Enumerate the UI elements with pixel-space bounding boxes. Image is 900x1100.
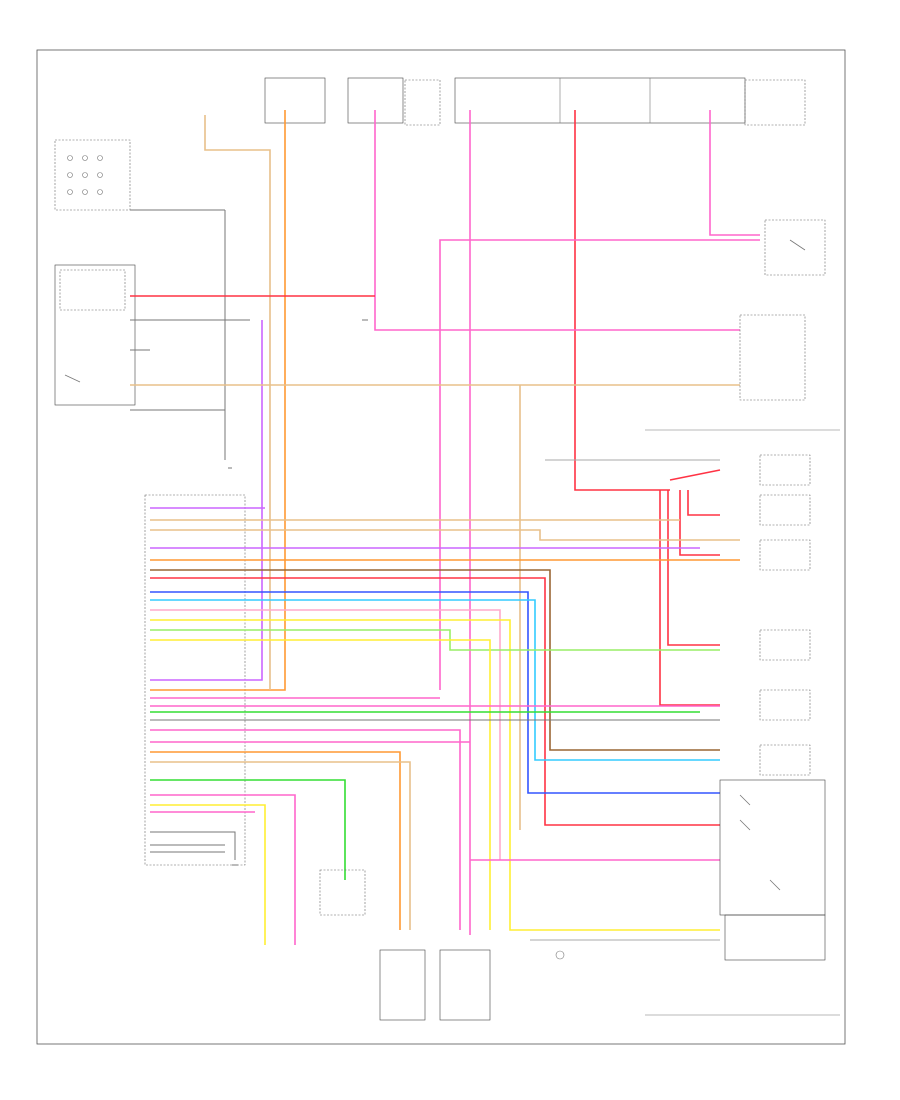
brake-switch-box [54, 264, 136, 406]
right-components [719, 219, 826, 961]
ground-symbols [228, 319, 368, 866]
diagram-frame [36, 49, 846, 1045]
footer-lines [645, 429, 840, 1016]
bottom-components [319, 869, 565, 1021]
horizontal-wires [130, 295, 740, 945]
top-fuse-blocks [264, 77, 806, 126]
vertical-wires [130, 110, 760, 935]
shift-interlock-connector [54, 139, 131, 211]
